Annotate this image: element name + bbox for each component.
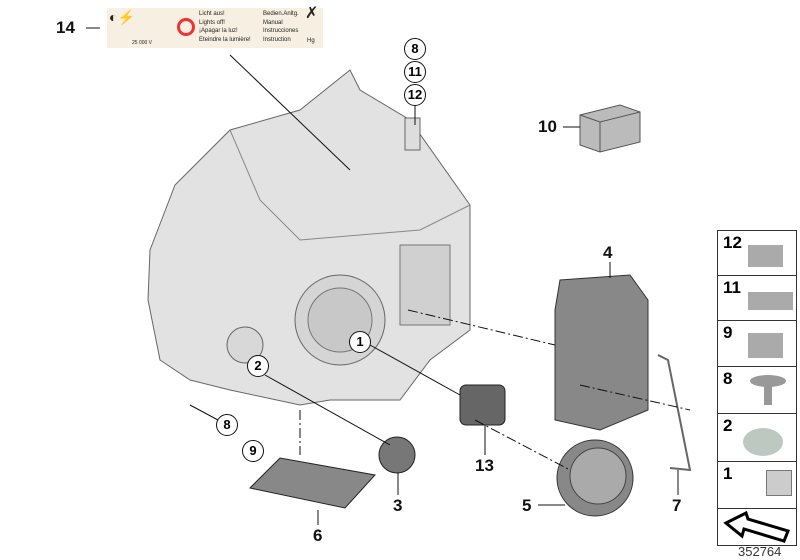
part-3-socket: [378, 436, 416, 474]
callout-9-circle: 9: [242, 440, 264, 462]
callout-4: 4: [603, 243, 613, 262]
label-line: Licht aus!: [199, 11, 225, 17]
side-item-label: 1: [723, 464, 733, 483]
callout-12-circle: 12: [404, 84, 426, 106]
label-line: Lights off!: [199, 19, 225, 26]
screw-shank: [764, 385, 772, 405]
warning-label: ◐⚡ 25 000 V Licht aus! Lights off! ¡Apag…: [107, 5, 323, 48]
catalog-number: 352764: [738, 544, 782, 559]
label-line: Eteindre la lumière!: [199, 36, 251, 43]
screw-icon: [750, 375, 786, 387]
no-light-icon: [177, 18, 195, 36]
side-item-12: 12: [717, 230, 797, 276]
speed-nut-icon: [748, 333, 783, 358]
part-4-cover: [554, 274, 649, 431]
part-10-box: [579, 104, 641, 153]
side-item-8: 8: [717, 366, 797, 414]
part-13-motor: [459, 384, 506, 426]
side-item-2: 2: [717, 413, 797, 462]
side-item-label: 12: [723, 233, 742, 252]
crossed-bin-icon: ✗: [305, 5, 319, 22]
clip-icon: [748, 245, 783, 267]
label-text-left: Licht aus! Lights off! ¡Apagar la luz! E…: [199, 10, 251, 44]
callout-5: 5: [522, 496, 532, 515]
voltage-text: 25 000 V: [132, 40, 153, 46]
callout-3: 3: [393, 496, 403, 515]
label-line: Manual: [263, 19, 283, 26]
part-6-ballast: [248, 457, 376, 509]
side-item-11: 11: [717, 275, 797, 321]
callout-11-circle: 11: [404, 61, 426, 83]
callout-10: 10: [538, 117, 557, 136]
arrow-icon: [723, 510, 791, 543]
lamp-icon: ◐⚡: [109, 9, 135, 25]
callout-13: 13: [475, 456, 494, 475]
callout-2-circle: 2: [247, 355, 269, 377]
bracket-part: [404, 117, 421, 151]
callout-7: 7: [672, 496, 682, 515]
label-line: ¡Apagar la luz!: [199, 28, 238, 34]
label-line: Instrucciones: [263, 28, 299, 34]
side-item-9: 9: [717, 320, 797, 367]
side-item-label: 11: [723, 278, 741, 297]
part-7-wire: [657, 354, 692, 472]
label-line: Instruction: [263, 36, 291, 43]
xenon-bulb-icon: [766, 470, 792, 496]
callout-8-circle-lower: 8: [216, 414, 238, 436]
headlight-housing: [147, 69, 471, 406]
side-item-1: 1: [717, 461, 797, 509]
bulb-icon: [743, 428, 783, 456]
callout-8-circle: 8: [404, 38, 426, 60]
callout-14: 14: [56, 18, 75, 37]
label-text-right: Bedien.Anltg. Manual Instrucciones Instr…: [263, 10, 299, 44]
side-item-arrow: [717, 508, 797, 546]
side-item-label: 8: [723, 369, 733, 388]
callout-6: 6: [313, 526, 323, 545]
hg-text: Hg: [307, 38, 315, 44]
label-line: Bedien.Anltg.: [263, 11, 299, 17]
side-item-label: 2: [723, 416, 733, 435]
callout-1-circle: 1: [349, 331, 371, 353]
clip-nut-icon: [748, 292, 793, 310]
side-item-label: 9: [723, 323, 733, 342]
